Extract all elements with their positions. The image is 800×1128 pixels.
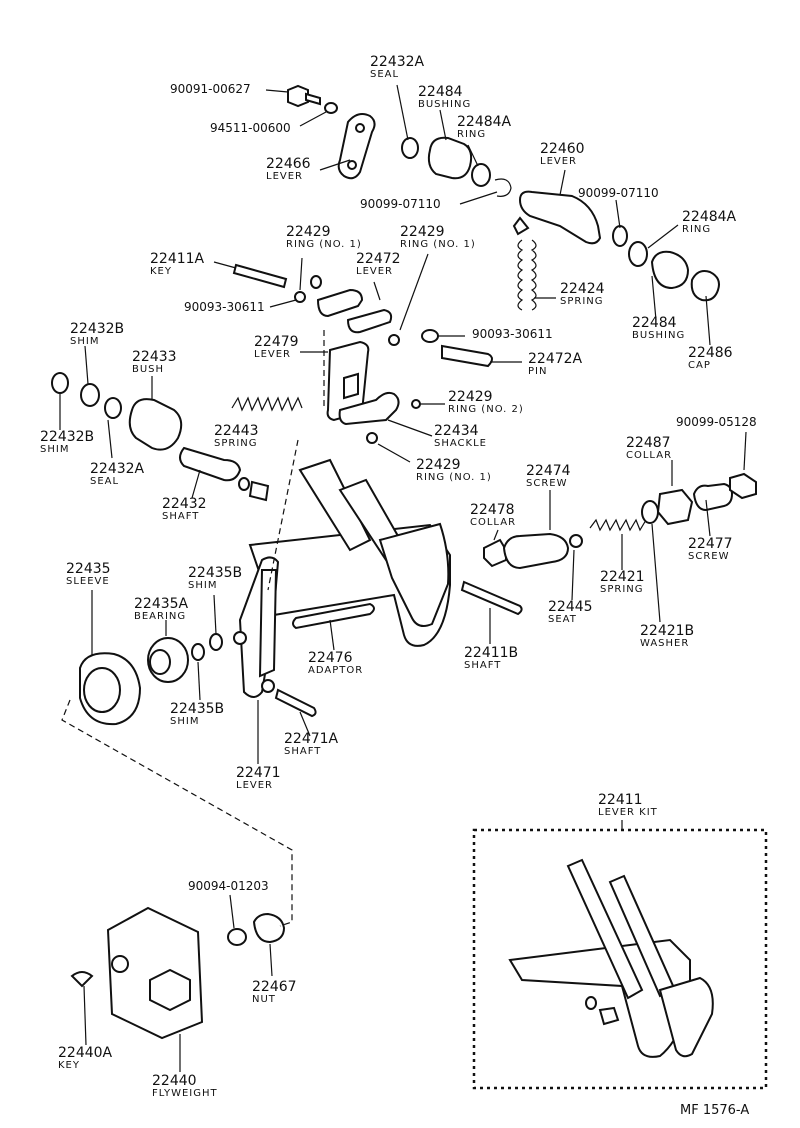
collar-22478 [483,538,507,568]
dashed-guide [267,439,299,591]
shim-22432B-left [51,372,69,394]
label-90099-07110: 90099-07110 [360,197,441,211]
seal-22432A-left [104,397,122,419]
seal-22432A [401,137,419,159]
shim-22432B [80,383,100,407]
shaft-22432 [179,446,242,482]
bush-22433 [128,398,183,451]
lever-22460 [518,190,602,245]
drawing-code: MF 1576-A [680,1103,750,1118]
seat-22445 [569,534,583,548]
label-90093-30611-right: 90093-30611 [472,327,553,341]
screw-22474 [502,532,570,570]
washer-90094 [227,928,247,946]
lever-22466 [337,113,376,180]
clip-90099 [494,178,512,197]
washer-22421B [641,500,659,524]
label-90093-30611-left: 90093-30611 [184,300,265,314]
spring-22421 [589,518,647,532]
bushing-22484-right [650,250,690,290]
shaft-22411B [460,580,523,616]
shaft-22471A [274,688,317,718]
shim-22435B [191,643,205,661]
shackle-22434 [338,391,400,426]
bushing-22484 [427,136,473,180]
label-94511: 94511-00600 [210,121,291,135]
washer-94511 [324,102,338,114]
label-90094-01203: 90094-01203 [188,879,269,893]
bolt-90091 [287,84,321,108]
washer-90093 [421,329,439,343]
key-22411A [232,263,288,289]
key-22440A [70,971,94,988]
spring-22424 [517,239,524,311]
label-90099-07110-right: 90099-07110 [578,186,659,200]
ring-22484A [471,163,491,187]
nut-90099-05128 [729,472,757,500]
label-90091: 90091-00627 [170,82,251,96]
clip-90099-right [612,225,628,247]
leader-lines [59,84,747,1072]
adaptor-22476 [292,602,375,630]
pin-22472A [441,344,493,368]
spring-22443 [231,396,303,412]
flyweight-22440 [106,906,204,1040]
ring-22429-b [310,275,322,289]
collar-22487 [656,488,694,526]
nut-22467 [252,912,286,944]
screw-22477 [692,482,734,512]
cap-22486 [690,270,720,302]
shim-22435B-upper [209,633,223,651]
label-90099-05128: 90099-05128 [676,415,757,429]
lever-22472 [316,288,364,318]
ring-22484A-right [628,241,648,267]
ring-22429-a [294,291,306,303]
